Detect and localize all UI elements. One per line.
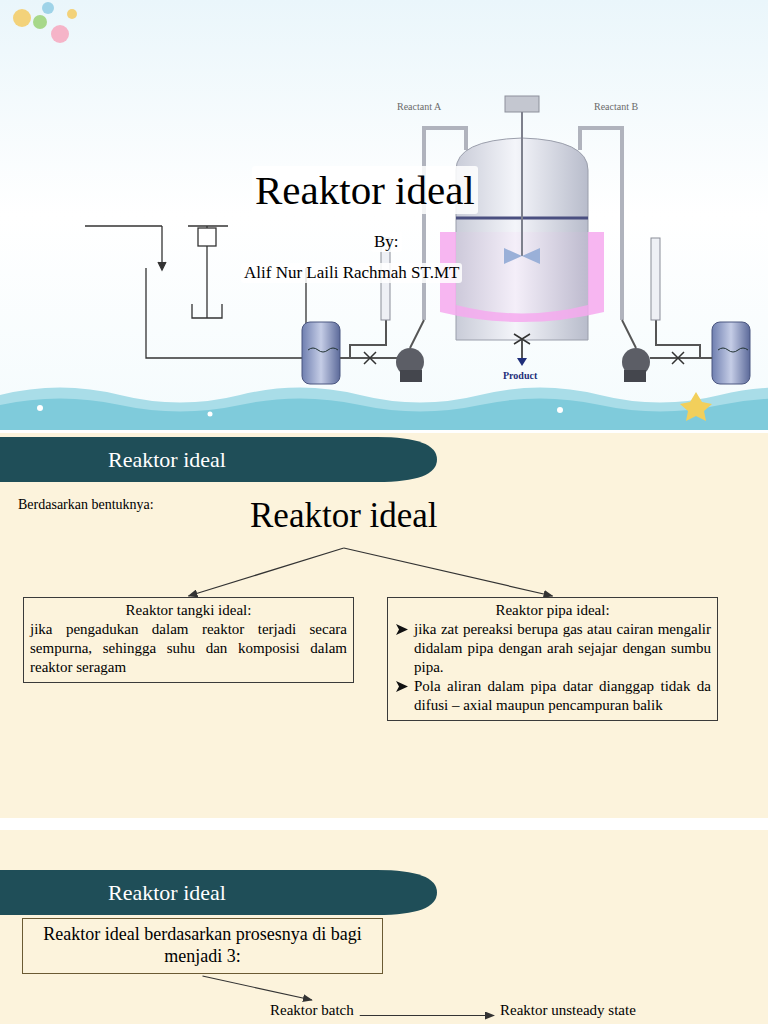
node-heading: Reaktor ideal berdasarkan prosesnya di b… bbox=[33, 923, 372, 967]
header-band: Reaktor ideal bbox=[0, 437, 437, 482]
section-note: Berdasarkan bentuknya: bbox=[18, 497, 154, 513]
connector-arrow bbox=[203, 976, 312, 1000]
pinwheel-decoration bbox=[13, 2, 77, 43]
bullet-arrow bbox=[396, 624, 408, 635]
header-band: Reaktor ideal bbox=[0, 870, 437, 915]
bullet-body: Pola aliran dalam pipa datar dianggap ti… bbox=[414, 678, 711, 713]
node-heading: Reaktor unsteady state bbox=[500, 1002, 636, 1019]
node-heading: Reaktor batch bbox=[270, 1002, 354, 1019]
stream-label: Product bbox=[503, 370, 537, 381]
connector-arrow bbox=[344, 548, 553, 596]
process-box: Reaktor pipa ideal:jika zat pereaksi ber… bbox=[387, 597, 718, 721]
bullet-arrow bbox=[396, 681, 408, 692]
bullet-body: jika zat pereaksi berupa gas atau cairan… bbox=[414, 621, 711, 675]
process-box: Reaktor tangki ideal:jika pengadukan dal… bbox=[23, 597, 354, 683]
author-name: Alif Nur Laili Rachmah ST.MT bbox=[241, 263, 462, 283]
node-heading: Reaktor ideal bbox=[0, 870, 437, 915]
stream-label: Reactant B bbox=[594, 101, 638, 112]
process-box: Reaktor ideal berdasarkan prosesnya di b… bbox=[22, 918, 383, 974]
node-heading: Reaktor tangki ideal: bbox=[30, 601, 347, 620]
connector-arrow bbox=[189, 548, 344, 596]
root-title: Reaktor ideal bbox=[250, 496, 438, 546]
node-heading: Reaktor ideal bbox=[250, 496, 438, 536]
node-heading: Reaktor pipa ideal: bbox=[394, 601, 711, 620]
bullet-text: Pola aliran dalam pipa datar dianggap ti… bbox=[394, 677, 711, 715]
by-line: By: bbox=[371, 232, 402, 252]
bullet-text: jika zat pereaksi berupa gas atau cairan… bbox=[394, 620, 711, 677]
node-body: jika pengadukan dalam reaktor terjadi se… bbox=[30, 620, 347, 677]
category-label: Reaktor batch bbox=[270, 1002, 354, 1024]
small-stirred-tank bbox=[85, 226, 306, 358]
node-heading: Reaktor ideal bbox=[0, 437, 437, 482]
connector-arrow bbox=[360, 1015, 494, 1016]
category-label: Reaktor unsteady state bbox=[500, 1002, 636, 1024]
slide-title: Reaktor ideal bbox=[252, 166, 478, 214]
wave-decoration bbox=[0, 388, 768, 431]
stream-label: Reactant A bbox=[397, 101, 441, 112]
reactor-illustration bbox=[302, 96, 750, 384]
